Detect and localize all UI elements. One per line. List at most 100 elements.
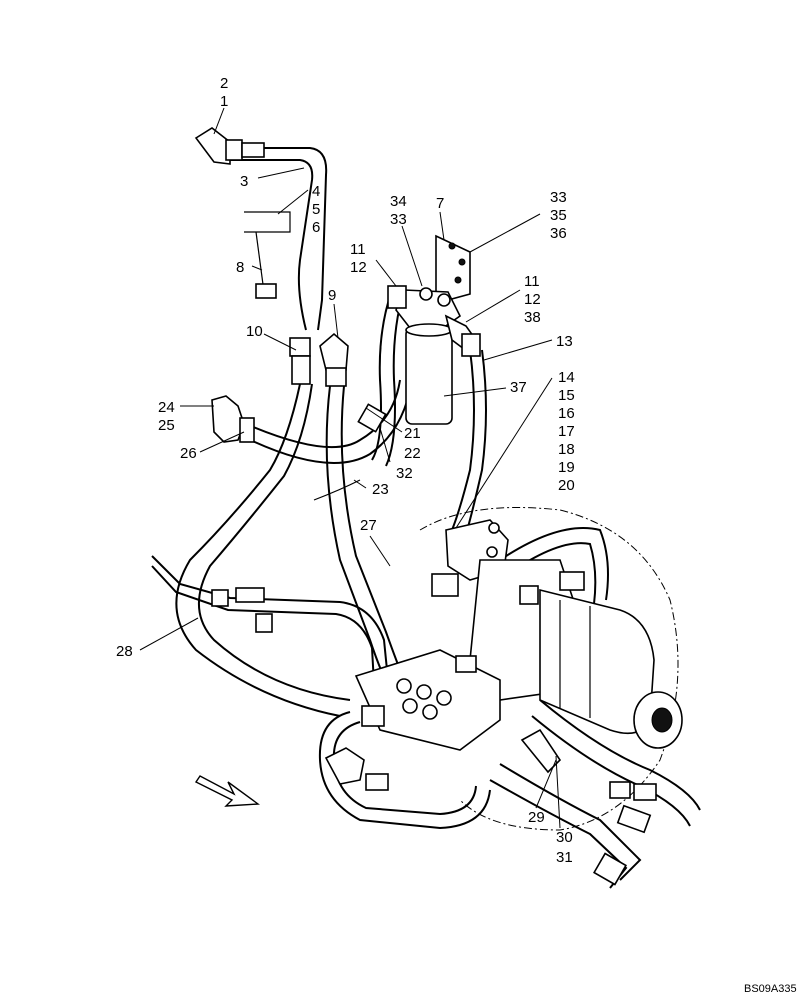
motor-housing (539, 588, 655, 735)
fitting-10b (291, 355, 311, 385)
callout-5: 5 (312, 201, 320, 218)
callout-4: 4 (312, 183, 320, 200)
fitting-nut-top (225, 139, 243, 161)
mount-bolt-a (488, 522, 500, 534)
callout-16: 16 (558, 405, 575, 422)
callout-27: 27 (360, 517, 377, 534)
hose-26-upper (245, 379, 401, 449)
callout-36: 36 (550, 225, 567, 242)
callout-2: 2 (220, 75, 228, 92)
hose-11-right (385, 289, 405, 467)
filter-head-bolt-b (437, 293, 451, 307)
tube-28-a (151, 555, 389, 681)
pump-fitting-c (519, 585, 539, 605)
callout-21: 21 (404, 425, 421, 442)
callout-38: 38 (524, 309, 541, 326)
fitting-24 (211, 395, 245, 443)
fitting-right-mid (616, 804, 652, 834)
hose-28-inner (198, 383, 351, 701)
fitting-elbow-top (194, 127, 231, 165)
callout-9: 9 (328, 287, 336, 304)
callout-35: 35 (550, 207, 567, 224)
bolt-7b (458, 258, 466, 266)
fitting-tube-28b (235, 587, 265, 603)
callout-34: 34 (390, 193, 407, 210)
filter-element-top (405, 323, 453, 337)
callout-11-left: 11 (350, 241, 366, 258)
hose-right-upper (499, 527, 609, 601)
arrow-shape (194, 775, 260, 807)
fitting-bottom-right (593, 852, 627, 886)
callout-25: 25 (158, 417, 175, 434)
pump-valve-assembly (354, 507, 683, 831)
callout-20: 20 (558, 477, 575, 494)
filter-assembly (387, 234, 481, 425)
callout-3: 3 (240, 173, 248, 190)
hose-13-outer (451, 349, 475, 531)
tube-28-b (151, 565, 375, 685)
fitting-tube-28c (255, 613, 273, 633)
callout-12-right: 12 (524, 291, 541, 308)
bolt-7a (448, 242, 456, 250)
pump-fitting-a (559, 571, 585, 591)
callout-22: 22 (404, 445, 421, 462)
hose-13-inner (465, 349, 487, 535)
callout-14: 14 (558, 369, 575, 386)
callout-37: 37 (510, 379, 527, 396)
hose-right-upper-inner (507, 542, 597, 605)
callout-29: 29 (528, 809, 545, 826)
hose-29-30 (499, 763, 642, 881)
hose-27-inner (340, 385, 405, 681)
valve-port-a (396, 678, 412, 694)
mount-bolt-b (486, 546, 498, 558)
callout-17: 17 (558, 423, 575, 440)
fitting-30 (609, 781, 631, 799)
callout-6: 6 (312, 219, 320, 236)
callout-30: 30 (556, 829, 573, 846)
hose-upper-outer (228, 147, 328, 331)
drawing-reference-code: BS09A335 (744, 983, 797, 995)
fitting-ferrule-top (241, 142, 265, 158)
lever-29 (520, 728, 562, 774)
tube-lower-loop-inner (332, 721, 477, 816)
valve-port-e (422, 704, 438, 720)
hose-upper-inner (228, 159, 314, 331)
clamp-21 (357, 403, 387, 433)
pump-fitting-b (431, 573, 459, 597)
callout-31: 31 (556, 849, 573, 866)
filter-element-37 (405, 327, 453, 425)
fitting-10a (289, 337, 311, 357)
valve-port-c (436, 690, 452, 706)
filter-head-bolt-a (419, 287, 433, 301)
callout-24: 24 (158, 399, 175, 416)
hose-right-lower (539, 699, 701, 811)
control-valve-block (354, 649, 501, 751)
callout-11-right: 11 (524, 273, 540, 290)
callout-28: 28 (116, 643, 133, 660)
callout-13: 13 (556, 333, 573, 350)
callout-19: 19 (558, 459, 575, 476)
callout-10: 10 (246, 323, 263, 340)
hose-28-outer (175, 383, 341, 717)
bolt-7c (454, 276, 462, 284)
hose-lines (151, 127, 701, 889)
nut-9 (325, 367, 347, 387)
fitting-11-12 (387, 285, 407, 309)
nut-38 (461, 333, 481, 357)
callout-23: 23 (372, 481, 389, 498)
bracket-foot-8 (255, 283, 277, 299)
motor-shaft (651, 707, 673, 733)
cable-tie-23 (313, 479, 361, 501)
fitting-31 (633, 783, 657, 801)
flange-outline (419, 507, 679, 831)
callout-26: 26 (180, 445, 197, 462)
callout-8: 8 (236, 259, 244, 276)
valve-port-d (402, 698, 418, 714)
callout-12-left: 12 (350, 259, 367, 276)
callout-7: 7 (436, 195, 444, 212)
callout-1: 1 (220, 93, 228, 110)
hose-29-30-inner (489, 779, 628, 889)
callout-33-right: 33 (550, 189, 567, 206)
